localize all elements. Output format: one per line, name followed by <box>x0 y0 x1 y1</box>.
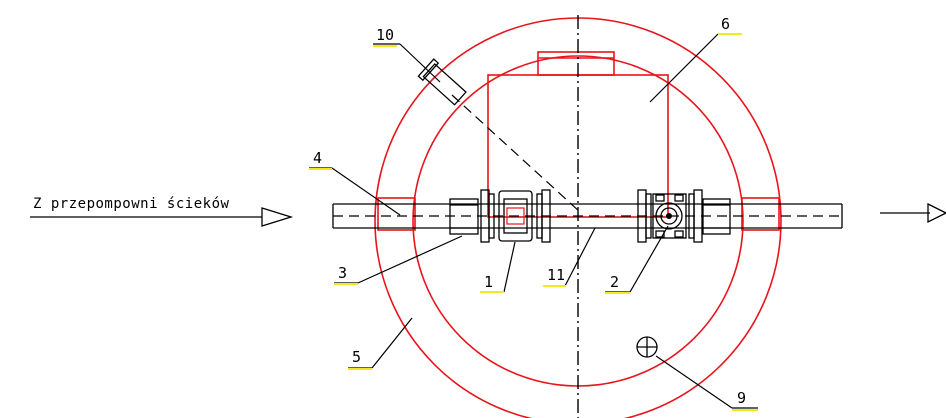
leader-9 <box>655 355 733 409</box>
label-6: 6 <box>721 15 730 33</box>
inlet-arrow-head <box>261 207 294 227</box>
valve-2-hub <box>660 207 678 225</box>
label-9: 9 <box>737 389 746 407</box>
valve-2-bolt-a <box>655 194 665 202</box>
flange-b <box>541 189 551 243</box>
leader-1 <box>503 241 516 293</box>
valve-2-stem <box>666 213 672 219</box>
wall-sleeve-right <box>741 197 780 231</box>
valve-2-wheel <box>655 202 683 230</box>
coupler-right <box>702 198 731 235</box>
leader-6 <box>649 33 719 103</box>
vent-pipe-axis <box>451 94 581 213</box>
inlet-caption: Z przepompowni ścieków <box>33 196 230 212</box>
valve-2-bolt-b <box>674 194 684 202</box>
wall-sleeve-left <box>377 197 416 231</box>
label-3: 3 <box>338 264 347 282</box>
valve-1-core <box>506 207 525 225</box>
label-10: 10 <box>376 26 394 44</box>
valve-2-bolt-d <box>674 230 684 238</box>
label-4: 4 <box>313 149 322 167</box>
label-2: 2 <box>610 273 619 291</box>
flange-a-inner <box>488 193 495 239</box>
vent-pipe-10 <box>417 58 467 106</box>
hatch-frame-top <box>537 51 615 76</box>
vent-pipe-body <box>422 63 467 106</box>
valve-1-inner <box>503 198 528 234</box>
leader-3 <box>357 235 463 284</box>
leader-4 <box>331 167 401 216</box>
flange-d <box>693 189 703 243</box>
label-1: 1 <box>484 273 493 291</box>
leader-11 <box>564 227 596 287</box>
coupler-3 <box>449 198 479 235</box>
valve-1-body <box>498 190 533 242</box>
vent-pipe-cap <box>417 58 440 82</box>
leader-10 <box>399 43 441 83</box>
leader-2 <box>629 225 669 293</box>
label-5: 5 <box>352 348 361 366</box>
label-11: 11 <box>547 266 565 284</box>
leader-5 <box>371 317 413 369</box>
outlet-arrow-head <box>927 202 946 224</box>
flange-c-inner <box>645 193 652 239</box>
valve-2-body <box>652 193 687 239</box>
